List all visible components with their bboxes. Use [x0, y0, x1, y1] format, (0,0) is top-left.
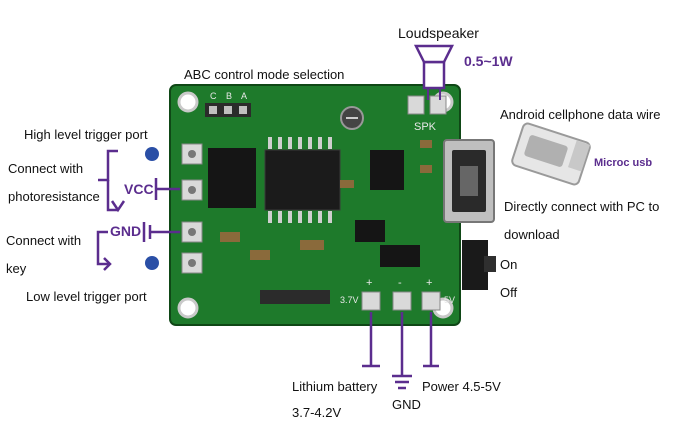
- pad-gnd-bottom: [392, 291, 412, 311]
- loudspeaker-label: Loudspeaker: [398, 25, 479, 41]
- pc-download-label-1: Directly connect with PC to: [504, 199, 660, 214]
- left-annotation-lines: [96, 149, 180, 271]
- pad-spk-2: [429, 95, 447, 115]
- vcc-label: VCC: [124, 181, 154, 197]
- silk-plus-left: +: [366, 277, 373, 289]
- lithium-battery-label: Lithium battery: [292, 379, 378, 394]
- abc-mode-label: ABC control mode selection: [184, 67, 345, 82]
- high-trigger-label: High level trigger port: [24, 127, 148, 142]
- switch-on-label: On: [500, 257, 518, 272]
- pad-spk-1: [407, 95, 425, 115]
- silk-plus-right: +: [426, 277, 433, 289]
- chip-main-pins: [268, 137, 332, 223]
- micro-usb-label: Microc usb: [594, 157, 653, 169]
- silk-3v7: 3.7V: [340, 295, 359, 305]
- silk-b: B: [226, 91, 233, 101]
- loudspeaker-icon: [413, 44, 455, 100]
- speaker-power-label: 0.5~1W: [464, 53, 513, 69]
- pad-power: [421, 291, 441, 311]
- chip-left: [208, 148, 256, 208]
- android-wire-label: Android cellphone data wire: [500, 107, 661, 122]
- chip-right: [370, 150, 404, 190]
- photoresistance-label: photoresistance: [8, 189, 100, 204]
- high-trigger-dot: [145, 147, 159, 161]
- power-label: Power 4.5-5V: [422, 379, 501, 394]
- silk-5v: 5V: [444, 295, 456, 305]
- pad-battery: [361, 291, 381, 311]
- battery-voltage-label: 3.7-4.2V: [292, 405, 342, 420]
- low-trigger-dot: [145, 256, 159, 270]
- bottom-annotation-lines: [362, 312, 439, 390]
- pc-download-label-2: download: [504, 227, 560, 242]
- mount-hole-tl: [177, 91, 199, 113]
- gnd-bottom-label: GND: [392, 397, 421, 412]
- chip-main: [264, 149, 341, 211]
- gnd-left-label: GND: [110, 223, 142, 239]
- mount-hole-bl: [177, 297, 199, 319]
- connect-photoresistance-label: Connect with: [8, 161, 84, 176]
- power-switch: [462, 240, 488, 290]
- connect-key-label: Connect with: [6, 233, 82, 248]
- key-label: key: [6, 261, 27, 276]
- silk-minus-mid: -: [398, 277, 402, 289]
- micro-usb-cable-icon: [511, 122, 591, 186]
- low-trigger-label: Low level trigger port: [26, 289, 147, 304]
- silk-c: C: [210, 91, 217, 101]
- silk-a: A: [241, 91, 248, 101]
- switch-off-label: Off: [500, 285, 518, 300]
- silk-spk: SPK: [414, 121, 437, 133]
